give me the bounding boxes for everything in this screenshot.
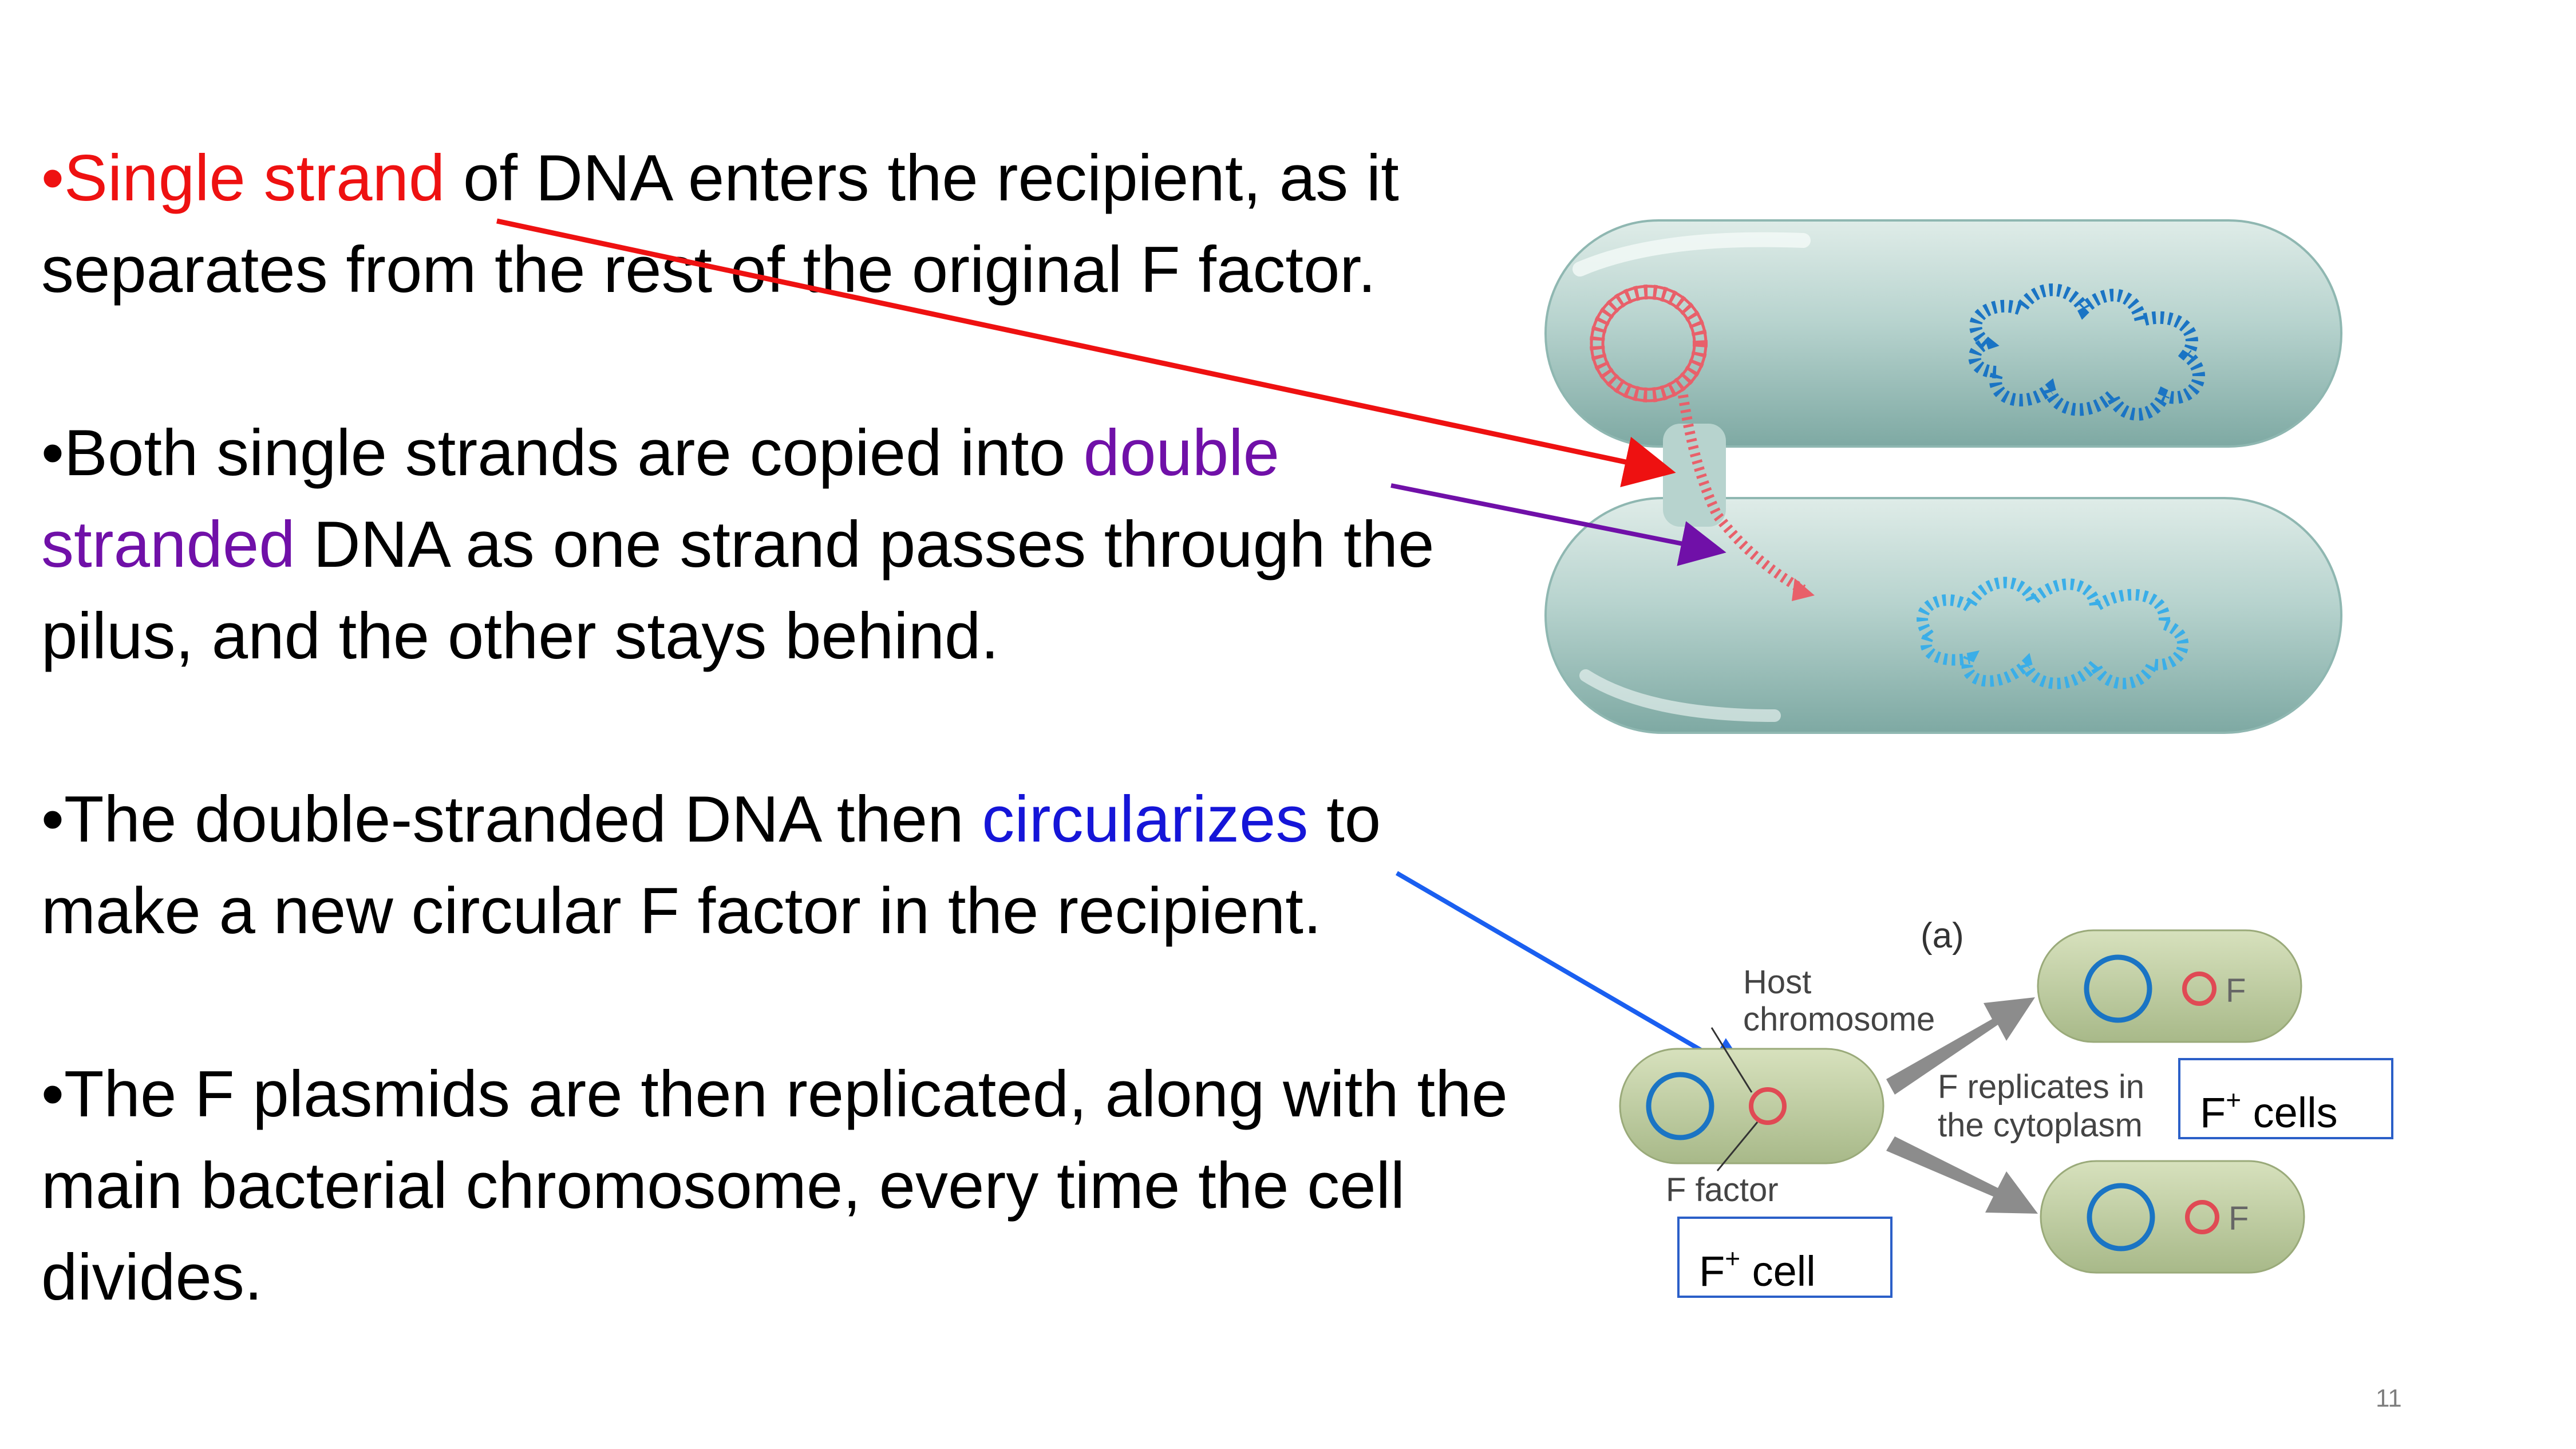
f-factor-label: F factor: [1666, 1171, 1779, 1209]
f-plus-daughter-cell-top: [2037, 929, 2302, 1043]
arrow-circularizes: [1395, 871, 1754, 1081]
replicates-label-line1: F replicates in: [1938, 1068, 2144, 1105]
f-marker-top: F: [2226, 972, 2246, 1009]
f-plus-cell-box: F+ cell: [1677, 1217, 1893, 1298]
f-factor-ring: [1590, 285, 1708, 402]
f-plasmid-circle: [1749, 1087, 1787, 1125]
bullet-single-strand: •Single strand of DNA enters the recipie…: [41, 142, 1399, 306]
f-marker-bottom: F: [2229, 1200, 2249, 1237]
bullet-list: •Single strand of DNA enters the recipie…: [41, 133, 1530, 1324]
donor-chromosome: [1968, 283, 2205, 421]
replication-arrow-down: [1886, 1136, 2038, 1214]
f-plus-cells-box: F+ cells: [2178, 1058, 2393, 1139]
bullet-circularizes: •The double-stranded DNA then circulariz…: [41, 783, 1381, 947]
pilus-bridge: [1663, 424, 1726, 527]
panel-label: (a): [1921, 916, 1964, 956]
highlight-single-strand: Single strand: [64, 142, 445, 215]
f-plus-daughter-cell-bottom: [2040, 1160, 2305, 1274]
arrow-double-stranded: [1390, 483, 1726, 566]
replication-arrow-up: [1886, 997, 2035, 1095]
conjugation-illustration: [1544, 219, 2342, 734]
host-chromosome-label-line2: chromosome: [1743, 1001, 1935, 1038]
bullet-double-stranded: •Both single strands are copied into dou…: [41, 417, 1435, 673]
donor-cell: [1544, 219, 2342, 448]
highlight-double-stranded: double stranded: [41, 417, 1280, 581]
replicates-label-line2: the cytoplasm: [1938, 1107, 2143, 1144]
highlight-circularizes: circularizes: [982, 783, 1309, 856]
recipient-cell: [1544, 497, 2342, 734]
arrow-single-strand: [496, 218, 1676, 487]
host-chromosome-label-line1: Host: [1743, 964, 1811, 1001]
host-chromosome-circle: [1646, 1072, 1714, 1140]
bullet-replicated: •The F plasmids are then replicated, alo…: [41, 1058, 1508, 1314]
page-number: 11: [2376, 1384, 2402, 1412]
recipient-chromosome: [1917, 577, 2189, 689]
replication-diagram: (a) Host chromosome F factor F replicate…: [1619, 916, 2305, 1274]
